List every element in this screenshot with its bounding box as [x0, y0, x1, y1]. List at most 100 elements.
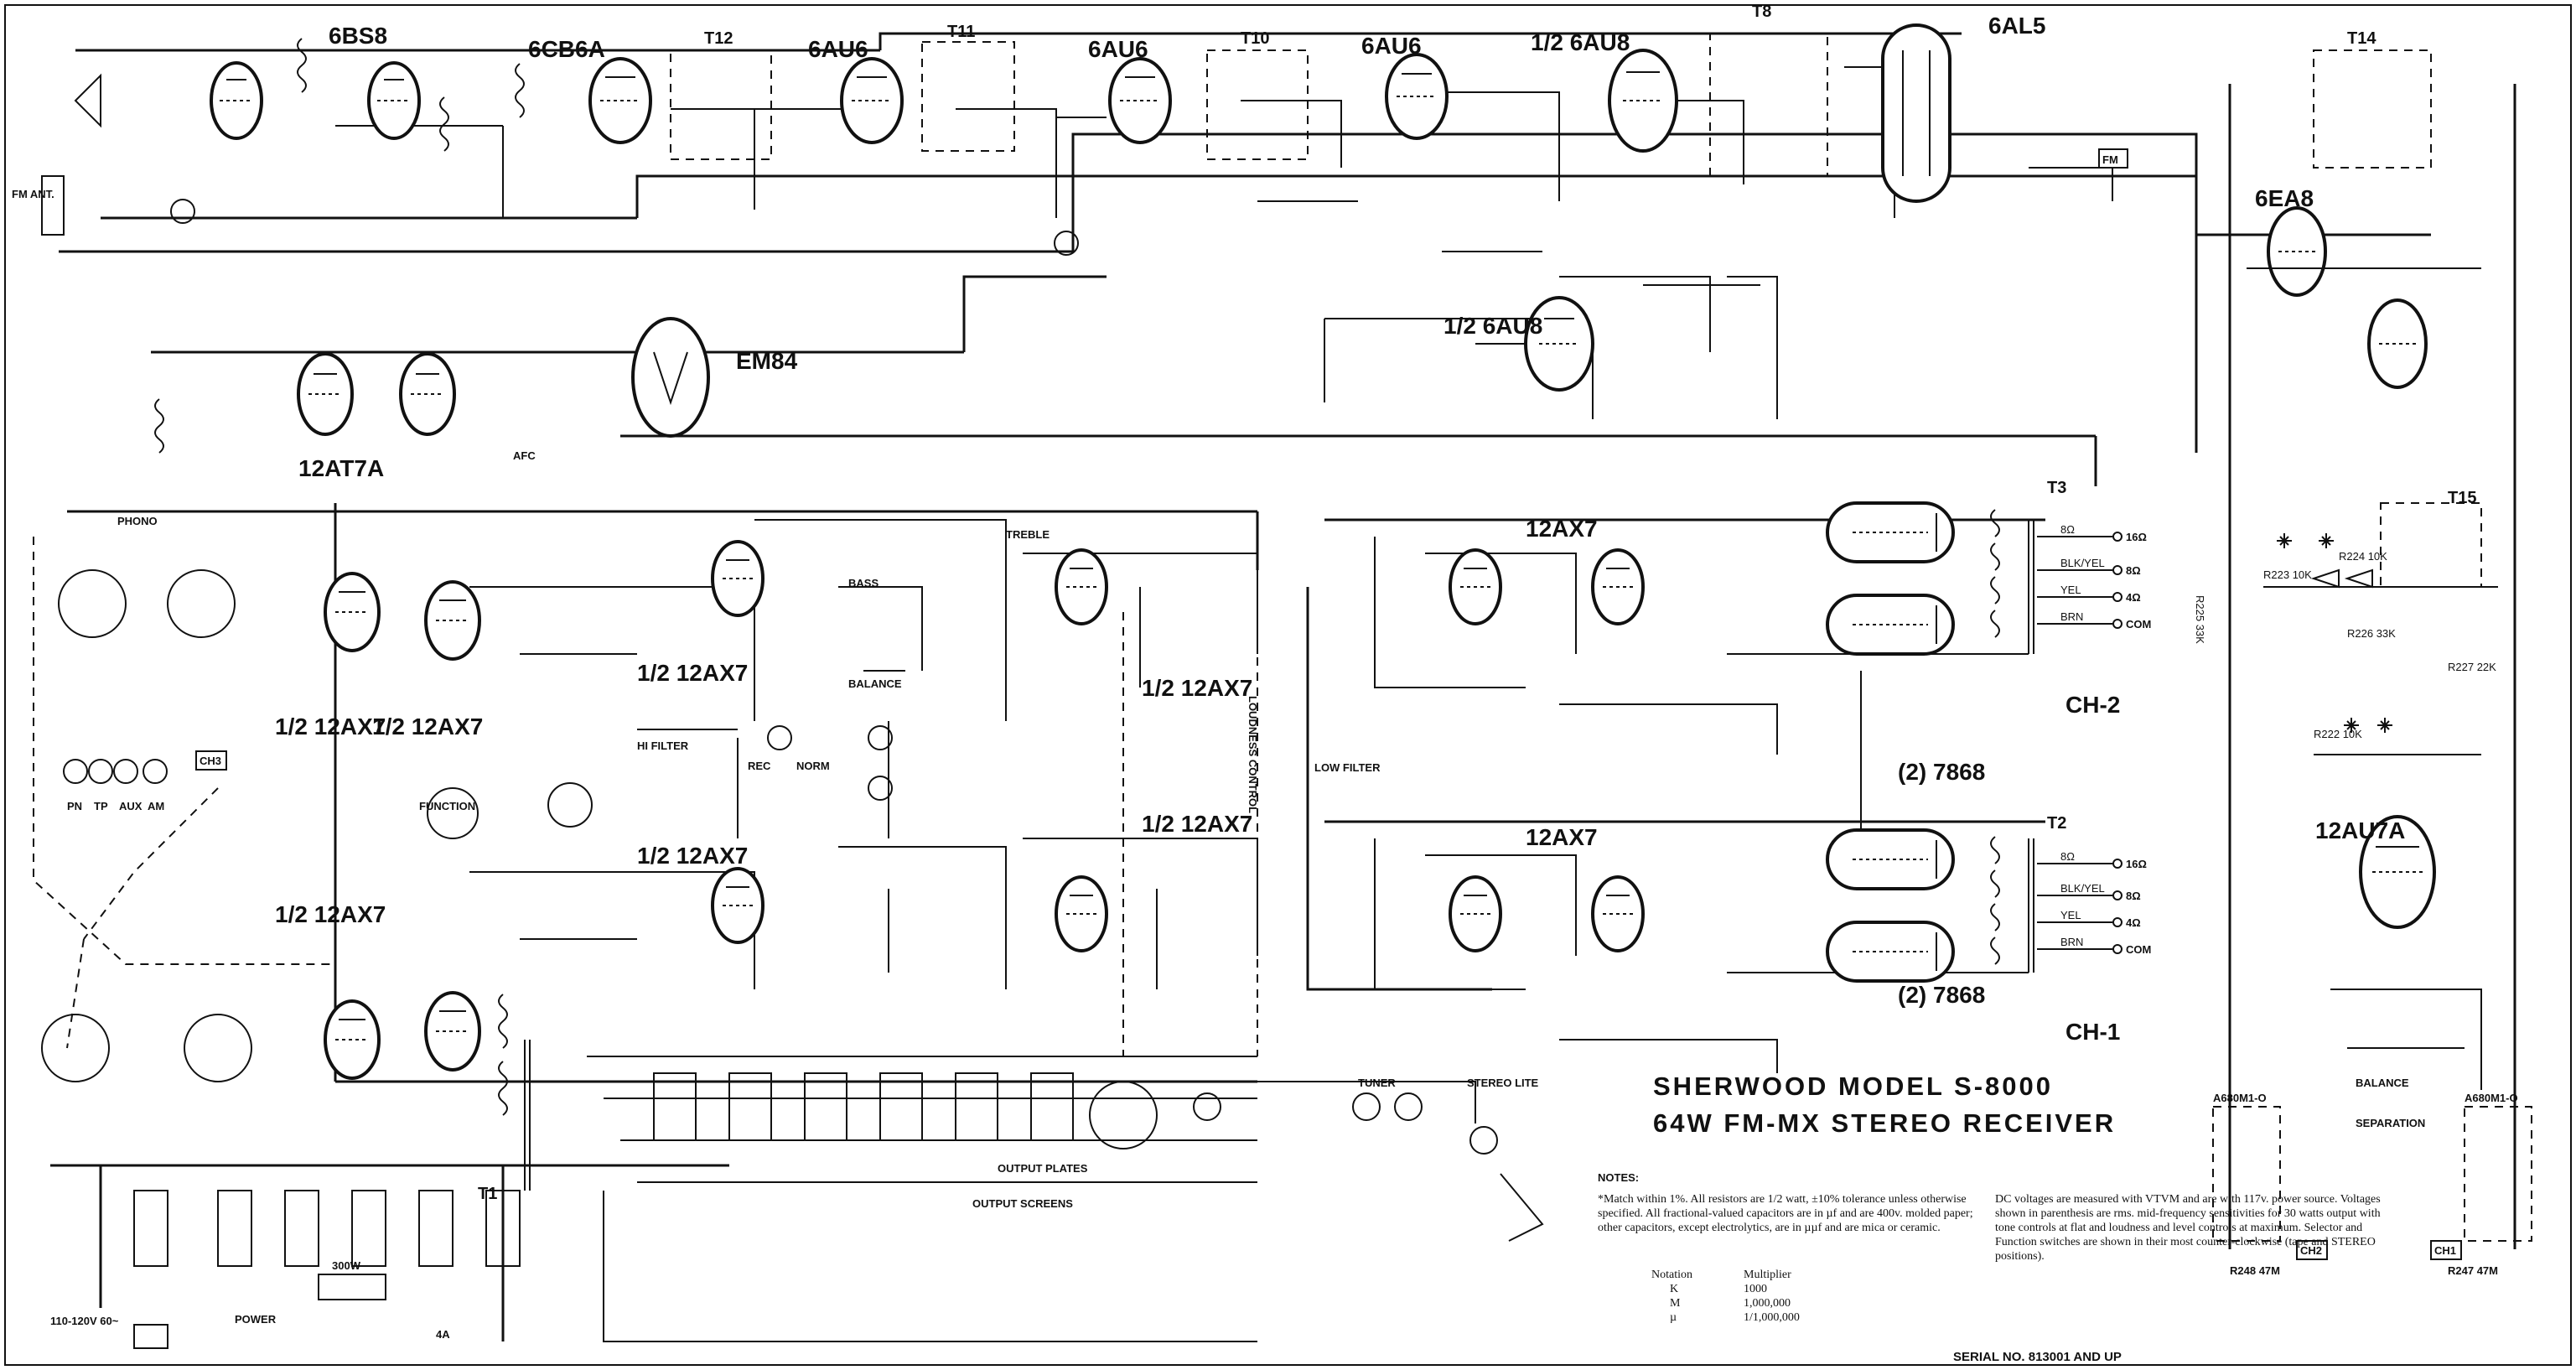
tube-12ax7-d-label: 1/2 12AX7 — [1142, 675, 1252, 701]
r227-label: R227 22K — [2448, 661, 2496, 673]
300w-label: 300W — [332, 1259, 361, 1272]
tube-6au8-b-label: 1/2 6AU8 — [1443, 313, 1542, 339]
tube-6au6-3-label: 6AU6 — [1361, 33, 1422, 59]
ch1-tap-1: BLK/YEL — [2060, 882, 2105, 895]
tube-em84-label: EM84 — [736, 348, 798, 374]
ch1-speaker-taps: 8Ω BLK/YEL YEL BRN 16Ω 8Ω 4Ω COM — [2037, 850, 2151, 956]
ch1-tap-0: 8Ω — [2060, 850, 2075, 863]
t3-label: T3 — [2047, 479, 2066, 497]
tube-12ax7-a-label: 1/2 12AX7 — [275, 714, 386, 739]
hi-filter-label: HI FILTER — [637, 739, 689, 752]
am-label: AM — [148, 800, 164, 812]
t11-label: T11 — [947, 23, 975, 41]
ch2-tap-0: 8Ω — [2060, 523, 2075, 536]
r226-label: R226 33K — [2347, 627, 2396, 640]
pn-label: PN — [67, 800, 82, 812]
tube-6au8-a-label: 1/2 6AU8 — [1531, 29, 1630, 55]
stereo-lite-label: STEREO LITE — [1467, 1077, 1539, 1089]
output-screens-label: OUTPUT SCREENS — [972, 1197, 1073, 1210]
ch1-box-label: CH1 — [2434, 1244, 2456, 1257]
tube-6cb6a-label: 6CB6A — [528, 36, 605, 62]
t10-label: T10 — [1241, 29, 1269, 48]
tube-7868-top-label: (2) 7868 — [1898, 759, 1985, 785]
multiplier-row-2: 1/1,000,000 — [1744, 1311, 1800, 1324]
r248-label: R248 47M — [2230, 1264, 2280, 1277]
tube-12au7a-label: 12AU7A — [2315, 817, 2405, 843]
ch1-label: CH-1 — [2065, 1019, 2120, 1045]
tube-12ax7-c-label: 1/2 12AX7 — [637, 660, 748, 686]
phono-label: PHONO — [117, 515, 158, 527]
tube-12ax7-i-label: 12AX7 — [1526, 824, 1598, 850]
notation-row-2: µ — [1670, 1311, 1677, 1324]
multiplex-section: 12AU7A BALANCE SEPARATION R225 33K R226 … — [2194, 84, 2532, 1277]
ch2-ohm-2: 4Ω — [2126, 591, 2141, 604]
fm-ant-label: FM ANT. — [12, 188, 54, 200]
tp-label: TP — [94, 800, 108, 812]
rf-if-section: FM ANT. T12 T11 T10 T8 T14 T15 — [12, 3, 2482, 588]
norm-label: NORM — [796, 760, 830, 772]
power-amp-section: (2) 7868 (2) 7868 T3 T2 8Ω BLK/YEL YEL B… — [1306, 479, 2151, 1073]
tube-12ax7-b-label: 1/2 12AX7 — [372, 714, 483, 739]
loudness-label: LOUDNESS CONTROL — [1247, 696, 1259, 813]
tuner-label: TUNER — [1358, 1077, 1396, 1089]
balance-label: BALANCE — [848, 677, 902, 690]
schematic-title: SHERWOOD MODEL S-8000 64W FM-MX STEREO R… — [1653, 1068, 2116, 1142]
t1-label: T1 — [478, 1185, 497, 1203]
ch2-tap-2: YEL — [2060, 584, 2081, 596]
afc-label: AFC — [513, 449, 536, 462]
ch1-ohm-0: 16Ω — [2126, 858, 2147, 870]
notes-left: *Match within 1%. All resistors are 1/2 … — [1598, 1193, 1973, 1234]
ch2-ohm-1: 8Ω — [2126, 564, 2141, 577]
separation-label: SEPARATION — [2356, 1117, 2425, 1129]
tube-12ax7-e-label: 1/2 12AX7 — [637, 843, 748, 869]
tube-6al5-label: 6AL5 — [1988, 13, 2045, 39]
tube-6ea8-label: 6EA8 — [2255, 185, 2314, 211]
r247-label: R247 47M — [2448, 1264, 2498, 1277]
ch3-label: CH3 — [200, 755, 221, 767]
low-filter-label: LOW FILTER — [1314, 761, 1381, 774]
tube-12ax7-g-label: 1/2 12AX7 — [275, 901, 386, 927]
multiplier-row-0: 1000 — [1744, 1283, 1767, 1295]
notes-right: DC voltages are measured with VTVM and a… — [1995, 1193, 2381, 1263]
ch2-label: CH-2 — [2065, 692, 2120, 718]
sheet-border — [4, 4, 2572, 1366]
ch2-tap-3: BRN — [2060, 610, 2083, 623]
r225-label: R225 33K — [2194, 595, 2206, 644]
ch1-ohm-3: COM — [2126, 943, 2151, 956]
balance-right-label: BALANCE — [2356, 1077, 2409, 1089]
ch2-tap-1: BLK/YEL — [2060, 557, 2105, 569]
t15-label: T15 — [2448, 489, 2476, 507]
preamp-section: PN TP AUX AM REC NORM 1/2 12AX7 1/2 12AX… — [33, 503, 1598, 1149]
fuse-label: 4A — [436, 1328, 450, 1341]
ch2-speaker-taps: 8Ω BLK/YEL YEL BRN 16Ω 8Ω 4Ω COM — [2037, 523, 2151, 631]
title-line-1: SHERWOOD MODEL S-8000 — [1653, 1072, 2054, 1101]
r222-label: R222 10K — [2314, 728, 2362, 740]
function-label: FUNCTION — [419, 800, 475, 812]
ch1-ohm-2: 4Ω — [2126, 916, 2141, 929]
ch1-ohm-1: 8Ω — [2126, 890, 2141, 902]
fm-box-label: FM — [2102, 153, 2118, 166]
t12-label: T12 — [704, 29, 733, 48]
tube-7868-bot-label: (2) 7868 — [1898, 982, 1985, 1008]
output-plates-label: OUTPUT PLATES — [998, 1162, 1088, 1175]
t14-label: T14 — [2347, 29, 2376, 48]
aux-label: AUX — [119, 800, 143, 812]
t8-label: T8 — [1752, 3, 1771, 21]
ch2-ohm-0: 16Ω — [2126, 531, 2147, 543]
ch1-tap-3: BRN — [2060, 936, 2083, 948]
multiplier-row-1: 1,000,000 — [1744, 1297, 1791, 1310]
notation-header: Notation — [1651, 1269, 1692, 1281]
notation-row-1: M — [1670, 1297, 1681, 1310]
serial-number: SERIAL NO. 813001 AND UP — [1953, 1350, 2122, 1364]
mains-label: 110-120V 60~ — [50, 1315, 119, 1327]
power-supply-section: T1 300W 110-120V 60~ POWER 4A OUTPUT PLA… — [50, 994, 1544, 1349]
tube-6bs8-label: 6BS8 — [329, 23, 387, 49]
rec-label: REC — [748, 760, 771, 772]
tube-6au6-2-label: 6AU6 — [1088, 36, 1148, 62]
ch2-box-label: CH2 — [2300, 1244, 2322, 1257]
r224-label: R224 10K — [2339, 550, 2387, 563]
notes-heading: NOTES: — [1598, 1171, 1640, 1184]
treble-label: TREBLE — [1006, 528, 1050, 541]
tube-6au6-1-label: 6AU6 — [808, 36, 868, 62]
